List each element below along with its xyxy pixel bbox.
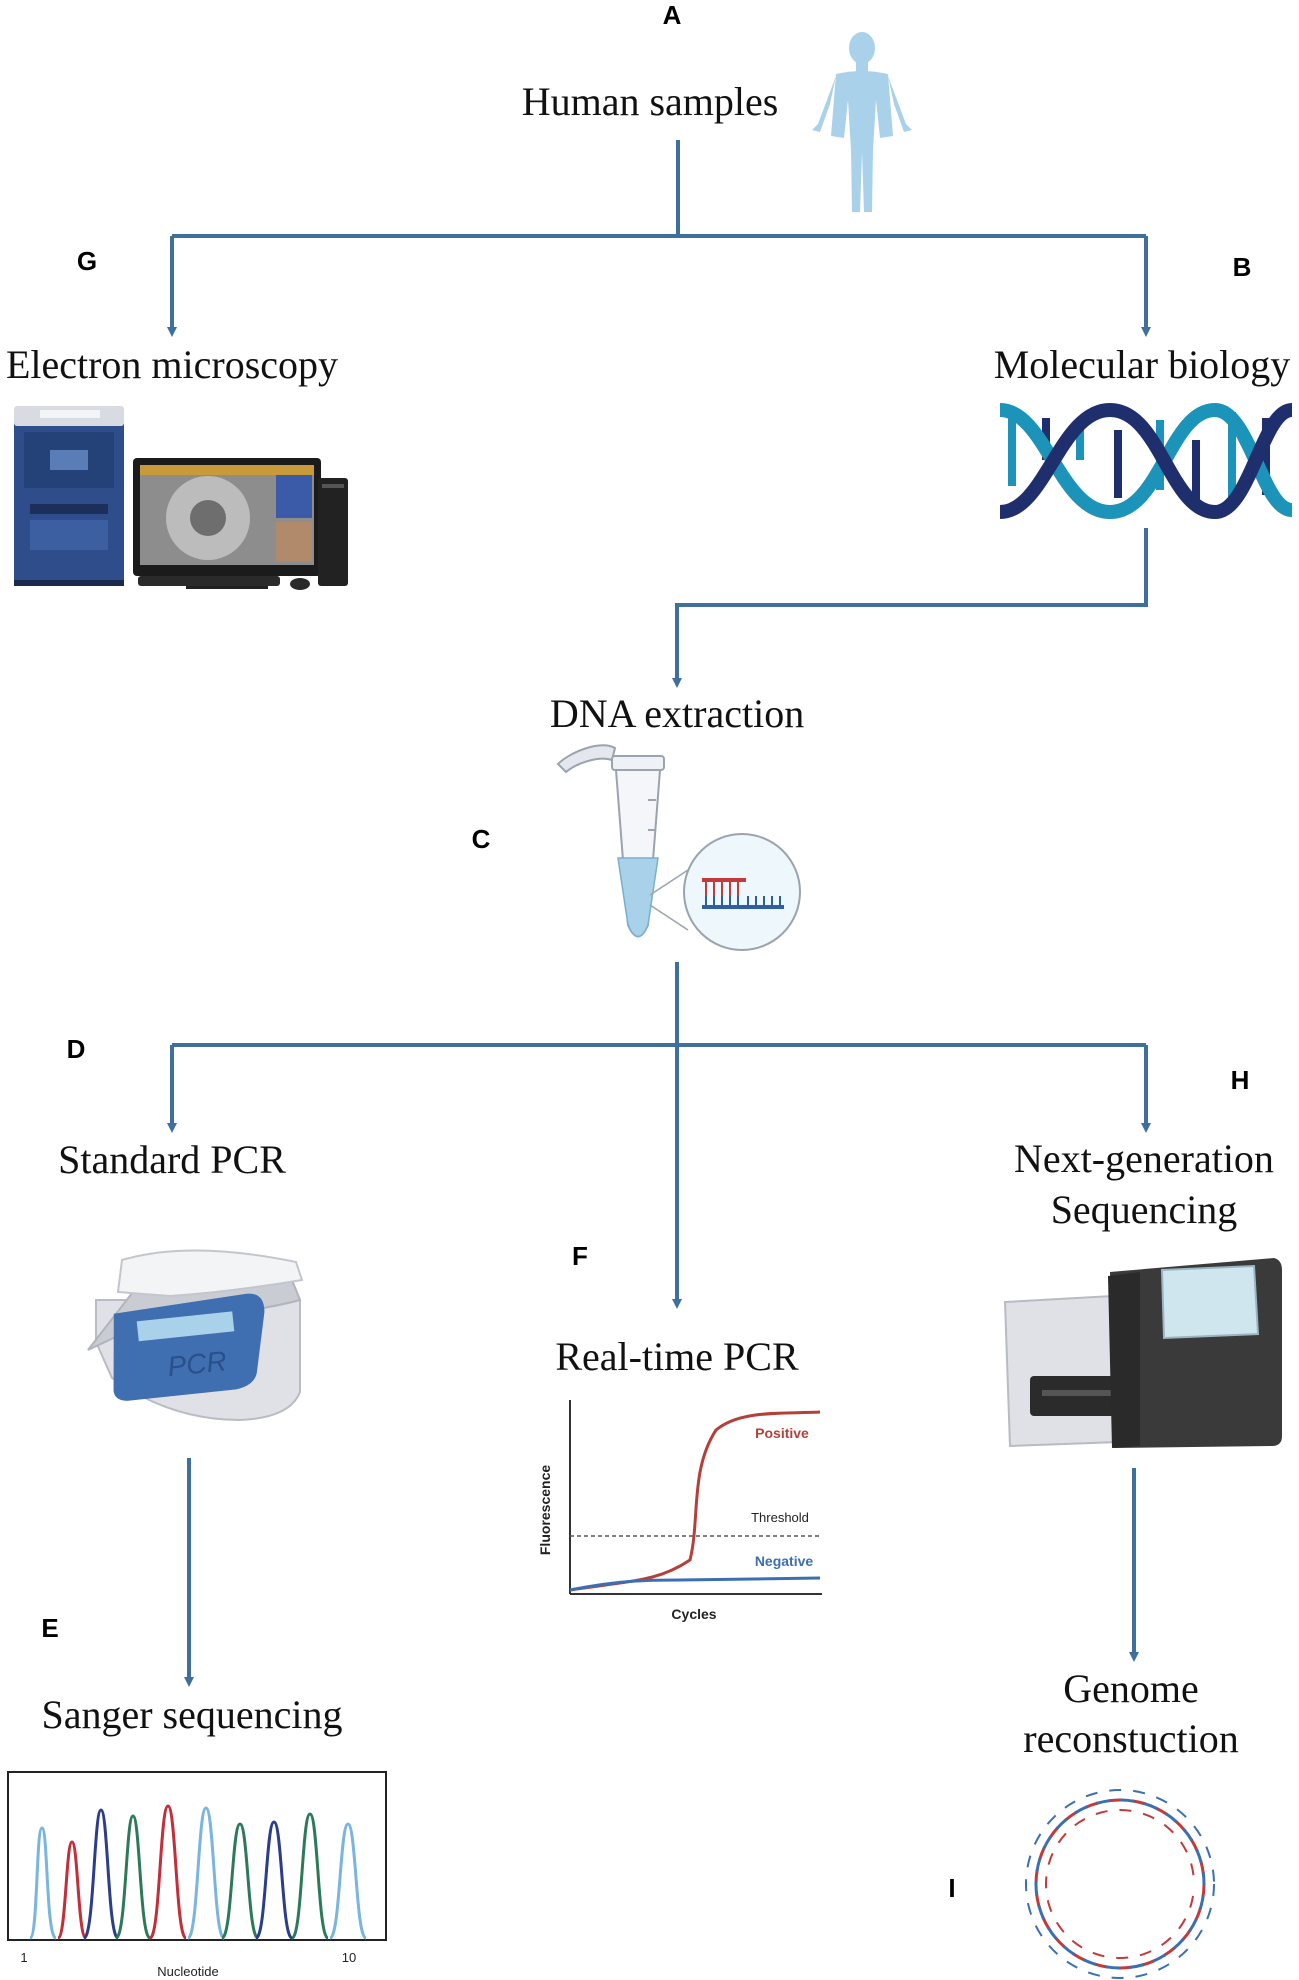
title-ngs-line2: Sequencing — [1051, 1187, 1238, 1232]
fluorescence-axis-label: Fluorescence — [537, 1465, 553, 1555]
letter-a: A — [663, 0, 682, 30]
circular-genome-icon — [1025, 1789, 1215, 1979]
title-electron-microscopy: Electron microscopy — [6, 342, 338, 387]
title-ngs-line1: Next-generation — [1014, 1136, 1274, 1181]
realtime-pcr-chart: Positive Threshold Negative Cycles Fluor… — [537, 1400, 822, 1622]
microtube-icon — [556, 744, 801, 951]
negative-curve — [569, 1576, 821, 1592]
flow-arrows — [167, 140, 1151, 1687]
letter-b: B — [1233, 252, 1252, 282]
sanger-x-start: 1 — [20, 1950, 27, 1965]
letter-h: H — [1231, 1065, 1250, 1095]
panel-letters: A B C D E F G H I — [41, 0, 1251, 1903]
title-genome-line1: Genome — [1063, 1666, 1199, 1711]
arrow-to-dna-extraction — [672, 528, 1148, 688]
title-human-samples: Human samples — [522, 79, 779, 124]
title-molecular-biology: Molecular biology — [994, 342, 1291, 387]
electron-microscope-icon — [14, 406, 348, 590]
title-dna-extraction: DNA extraction — [550, 691, 804, 736]
letter-g: G — [77, 246, 97, 276]
dna-helix-icon — [999, 402, 1294, 520]
letter-c: C — [472, 824, 491, 854]
cycles-axis-label: Cycles — [671, 1606, 716, 1622]
sanger-x-end: 10 — [342, 1950, 356, 1965]
negative-label: Negative — [755, 1553, 814, 1569]
panel-titles: Human samples Electron microscopy Molecu… — [6, 79, 1290, 1761]
title-realtime-pcr: Real-time PCR — [555, 1334, 799, 1379]
ngs-sequencer-icon — [1003, 1258, 1282, 1448]
threshold-label: Threshold — [751, 1510, 809, 1525]
positive-curve — [569, 1410, 821, 1592]
sanger-x-label: Nucleotide — [157, 1964, 218, 1979]
title-sanger-sequencing: Sanger sequencing — [41, 1692, 342, 1737]
title-genome-line2: reconstuction — [1023, 1716, 1239, 1761]
pcr-machine-icon: PCR — [87, 1249, 304, 1422]
pcr-device-label: PCR — [166, 1345, 228, 1382]
title-standard-pcr: Standard PCR — [58, 1137, 286, 1182]
letter-e: E — [41, 1613, 58, 1643]
letter-f: F — [572, 1241, 588, 1271]
human-figure-icon — [812, 32, 912, 212]
letter-i: I — [948, 1873, 955, 1903]
positive-label: Positive — [755, 1425, 809, 1441]
sanger-chromatogram: 1 10 Nucleotide — [7, 1771, 387, 1979]
letter-d: D — [67, 1034, 86, 1064]
